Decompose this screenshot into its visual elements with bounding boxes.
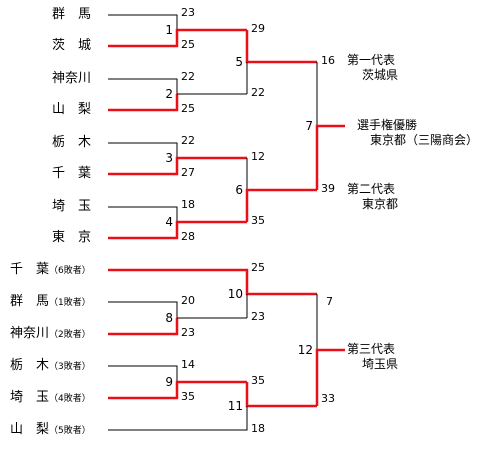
team-name: 群 馬: [52, 7, 92, 22]
score: 25: [251, 261, 265, 274]
match-5-lines: [245, 30, 317, 94]
rep2-title: 第二代表: [347, 182, 396, 196]
score: 35: [251, 374, 265, 387]
match-7-lines: [315, 62, 345, 190]
team-note: （1敗者）: [49, 298, 91, 308]
score: 18: [181, 198, 195, 211]
team-name: 神奈川（2敗者）: [10, 326, 91, 341]
score: 22: [181, 70, 195, 83]
match-10-lines: [108, 268, 317, 318]
match-2-lines: [108, 78, 247, 112]
team-name: 神奈川: [52, 71, 92, 86]
score: 14: [181, 358, 195, 371]
team-note: （6敗者）: [49, 266, 91, 276]
score: 29: [251, 22, 265, 35]
team-name: 栃 木: [52, 135, 92, 150]
match-number: 3: [165, 151, 173, 165]
rep3-team: 埼玉県: [362, 357, 399, 371]
match-number: 12: [297, 343, 313, 357]
score: 7: [326, 295, 333, 308]
team-name: 栃 木（3敗者）: [10, 358, 91, 373]
team-name: 山 梨: [52, 102, 92, 117]
champion-team: 東京都（三陽商会）: [370, 133, 479, 147]
match-8-lines: [108, 301, 247, 336]
team-name: 茨 城: [52, 38, 92, 53]
match-number: 9: [165, 375, 173, 389]
score: 25: [181, 38, 195, 51]
score: 35: [251, 214, 265, 227]
match-9-lines: [108, 365, 247, 400]
match-4-lines: [108, 206, 247, 240]
match-6-lines: [245, 158, 317, 222]
score: 27: [181, 166, 195, 179]
rep1-team: 茨城県: [362, 68, 399, 82]
team-note: （3敗者）: [49, 362, 91, 372]
team-note: （2敗者）: [49, 330, 91, 340]
match-number: 10: [227, 287, 243, 301]
match-number: 6: [235, 183, 243, 197]
team-note: （5敗者）: [49, 426, 91, 436]
score: 12: [251, 150, 265, 163]
score: 22: [251, 86, 265, 99]
match-3-lines: [108, 142, 247, 176]
score: 23: [181, 326, 195, 339]
rep2-team: 東京都: [362, 197, 399, 211]
match-1-lines: [108, 14, 247, 48]
match-number: 2: [165, 87, 173, 101]
score: 39: [321, 182, 335, 195]
match-12-lines: [315, 294, 345, 406]
match-number: 8: [165, 311, 173, 325]
team-name: 東 京: [52, 230, 92, 245]
champion-title: 選手権優勝: [357, 118, 418, 132]
score: 25: [181, 102, 195, 115]
team-note: （4敗者）: [49, 394, 91, 404]
score: 23: [251, 310, 265, 323]
score: 22: [181, 134, 195, 147]
score: 16: [321, 54, 335, 67]
match-number: 5: [235, 55, 243, 69]
score: 35: [181, 390, 195, 403]
team-name: 千 葉: [52, 166, 92, 181]
score: 20: [181, 294, 195, 307]
rep1-title: 第一代表: [347, 53, 396, 67]
match-11-lines: [108, 382, 317, 431]
team-name: 埼 玉: [52, 199, 92, 214]
score: 18: [251, 422, 265, 435]
team-name: 山 梨（5敗者）: [10, 422, 91, 437]
match-number: 7: [305, 119, 313, 133]
match-number: 4: [165, 215, 173, 229]
score: 23: [181, 6, 195, 19]
score: 33: [321, 392, 335, 405]
score: 28: [181, 230, 195, 243]
rep3-title: 第三代表: [347, 342, 396, 356]
match-number: 11: [227, 399, 243, 413]
team-name: 群 馬（1敗者）: [10, 294, 91, 309]
team-name: 千 葉（6敗者）: [10, 262, 91, 277]
team-name: 埼 玉（4敗者）: [10, 390, 91, 405]
match-number: 1: [165, 23, 173, 37]
